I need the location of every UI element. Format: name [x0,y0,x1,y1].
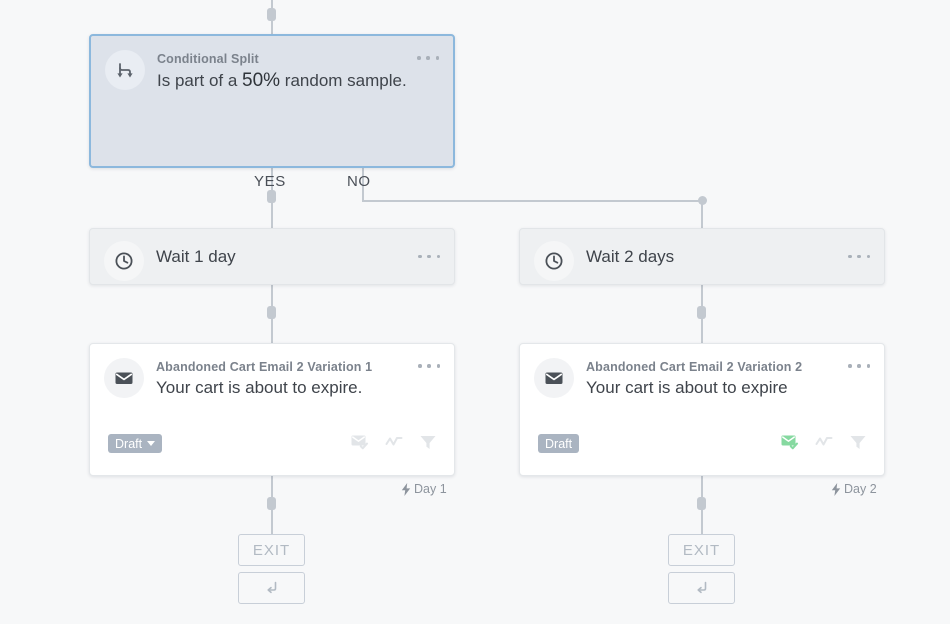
wait-2-label: Wait 2 days [586,246,675,266]
envelope-icon [534,358,574,398]
connector-handle-wait1[interactable] [267,306,276,319]
clock-icon [104,241,144,281]
return-arrow-icon [696,581,706,594]
split-card-title: Conditional Split [157,52,259,66]
connector-dot-no[interactable] [698,196,707,205]
email-1-ellipsis-menu-icon[interactable] [418,358,440,374]
email-1-footer-icons [350,432,438,457]
card-email-2[interactable]: Abandoned Cart Email 2 Variation 2 Your … [519,343,885,476]
wait-2-ellipsis-menu-icon[interactable] [848,249,870,265]
email-2-status-badge[interactable]: Draft [538,434,580,453]
connector-handle-exit1[interactable] [267,497,276,510]
branch-label-no: NO [347,173,371,190]
email-1-day-text: Day 1 [414,482,447,496]
email-1-subject: Your cart is about to expire. [156,378,363,397]
card-email-1[interactable]: Abandoned Cart Email 2 Variation 1 Your … [89,343,455,476]
envelope-icon [104,358,144,398]
filter-icon[interactable] [848,432,868,457]
lightning-bolt-icon [401,482,411,496]
connector-no-stub [362,168,364,202]
email-1-status-badge[interactable]: Draft [108,434,163,453]
email-2-ellipsis-menu-icon[interactable] [848,358,870,374]
connector-handle-exit2[interactable] [697,497,706,510]
email-2-footer-icons [780,432,868,457]
email-2-day-label: Day 2 [831,482,877,496]
branch-label-yes: YES [254,173,286,190]
email-1-day-label: Day 1 [401,482,447,496]
card-wait-2[interactable]: Wait 2 days [519,228,885,285]
connector-handle-wait2[interactable] [697,306,706,319]
return-arrow-icon [266,581,276,594]
smart-sending-icon[interactable] [384,432,404,457]
split-subtitle-post: random sample. [280,71,407,90]
envelope-check-icon[interactable] [350,432,370,457]
email-2-day-text: Day 2 [844,482,877,496]
email-2-title: Abandoned Cart Email 2 Variation 2 [586,360,803,374]
exit-button-1[interactable]: EXIT [238,534,305,566]
connector-no-horizontal [362,200,703,202]
envelope-check-icon[interactable] [780,432,800,457]
lightning-bolt-icon [831,482,841,496]
connector-handle-top[interactable] [267,8,276,21]
card-conditional-split[interactable]: Conditional Split Is part of a 50% rando… [89,34,455,168]
filter-icon[interactable] [418,432,438,457]
split-subtitle-percent: 50% [242,70,281,91]
split-subtitle-pre: Is part of a [157,71,243,90]
exit-loop-button-1[interactable] [238,572,305,604]
connector-no-drop [701,200,703,228]
split-ellipsis-menu-icon[interactable] [417,50,439,66]
smart-sending-icon[interactable] [814,432,834,457]
clock-icon [534,241,574,281]
email-2-subject: Your cart is about to expire [586,378,788,397]
exit-loop-button-2[interactable] [668,572,735,604]
wait-1-label: Wait 1 day [156,246,236,266]
split-card-subtitle: Is part of a 50% random sample. [157,70,407,92]
split-branch-icon [105,50,145,90]
email-2-status-label: Draft [545,436,573,451]
email-1-status-label: Draft [115,436,143,451]
exit-button-2[interactable]: EXIT [668,534,735,566]
wait-1-ellipsis-menu-icon[interactable] [418,249,440,265]
card-wait-1[interactable]: Wait 1 day [89,228,455,285]
chevron-down-icon [147,441,156,446]
connector-handle-yes[interactable] [267,190,276,203]
email-1-title: Abandoned Cart Email 2 Variation 1 [156,360,373,374]
